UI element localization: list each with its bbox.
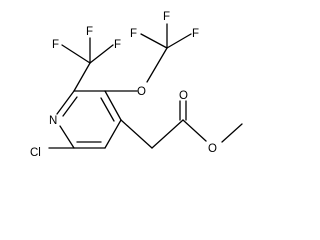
bond-c3-c4 (104, 90, 122, 121)
bonds (48, 23, 243, 149)
atom-o-methoxy: O (208, 143, 217, 155)
bond-cf3-f-left (61, 44, 91, 64)
bond-ocf3-f-right (166, 33, 192, 49)
bond-c4-ch2 (120, 119, 153, 149)
atom-o-carbonyl: O (179, 90, 188, 102)
atom-labels: N Cl F F F O F F F O O (30, 11, 217, 159)
atom-n: N (49, 115, 57, 127)
bond-c4-c5 (104, 119, 122, 149)
bond-n-c2-inner (62, 96, 78, 117)
bond-c2-cf3 (73, 62, 91, 92)
bond-ch2-c (151, 119, 184, 149)
bond-c6-n (59, 125, 75, 149)
bond-cf3-f-right (89, 44, 114, 64)
atom-f-ocf3-right: F (192, 28, 199, 40)
molecule-drawing: N Cl F F F O F F F O O (30, 11, 243, 159)
bond-c3-c4-inner (100, 97, 115, 122)
bond-c-o-single (182, 119, 207, 142)
bond-ocf3-f-left (140, 33, 168, 49)
bond-o-cf3 (146, 47, 168, 83)
atom-f-cf3-left: F (52, 39, 59, 51)
atom-o-ether: O (137, 86, 146, 98)
atom-f-ocf3-left: F (130, 28, 137, 40)
atom-f-ocf3-top: F (163, 11, 170, 23)
atom-cl: Cl (30, 147, 41, 159)
structure-diagram: N Cl F F F O F F F O O (30, 11, 243, 159)
bond-n-c2 (56, 90, 75, 115)
atom-f-cf3-right: F (114, 39, 121, 51)
atom-f-cf3-top: F (86, 26, 93, 38)
bond-o-ch3 (221, 123, 243, 143)
